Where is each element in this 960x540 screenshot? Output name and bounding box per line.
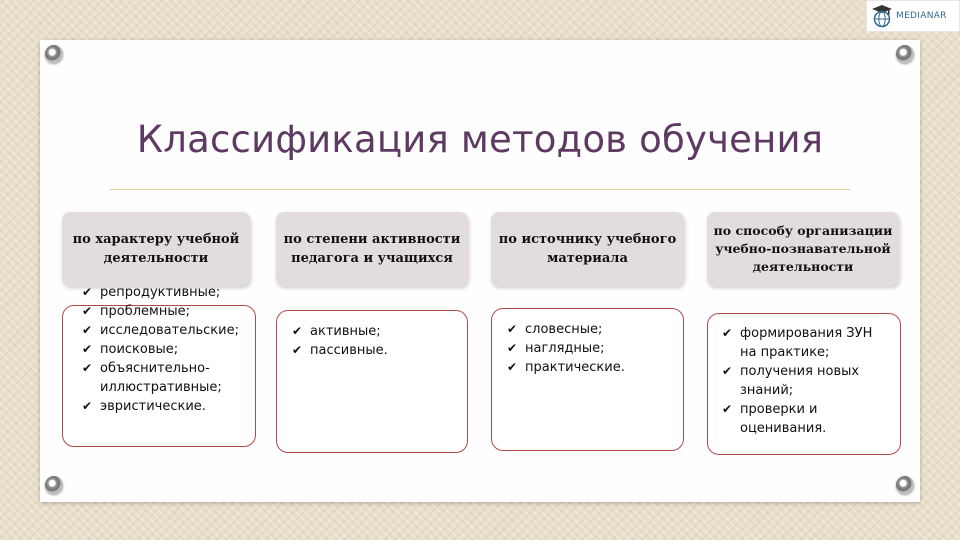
items-box-organization-method (707, 313, 901, 455)
checkmark-icon: ✔ (82, 399, 93, 413)
list-item: ✔поисковые; (82, 342, 179, 357)
list-item: ✔репродуктивные; (82, 285, 221, 300)
globe-graduation-cap-icon (872, 5, 892, 28)
checkmark-icon: ✔ (82, 361, 93, 375)
title-divider (110, 189, 850, 190)
checkmark-icon: ✔ (722, 364, 733, 378)
list-activity-degree: ✔активные; ✔пассивные. (288, 322, 460, 360)
list-item: ✔практические. (507, 360, 625, 375)
pin-bottom-right (896, 476, 914, 494)
list-item: ✔формирования ЗУН на практике; (722, 326, 873, 360)
list-item: ✔исследовательские; (82, 323, 239, 338)
header-material-source: по источнику учебного материала (491, 212, 684, 286)
items-box-activity-character (62, 305, 256, 447)
checkmark-icon: ✔ (82, 285, 93, 299)
checkmark-icon: ✔ (507, 341, 518, 355)
checkmark-icon: ✔ (507, 360, 518, 374)
medianar-logo: MEDIANAR (866, 0, 960, 32)
list-item: ✔проверки и оценивания. (722, 402, 827, 436)
slide-title: Классификация методов обучения (136, 118, 824, 161)
items-box-activity-degree (276, 310, 468, 453)
logo-text: MEDIANAR (896, 11, 947, 21)
header-organization-method: по способу организации учебно-познавател… (707, 212, 899, 286)
checkmark-icon: ✔ (82, 323, 93, 337)
list-item: ✔проблемные; (82, 304, 190, 319)
list-item: ✔эвристические. (82, 399, 206, 414)
checkmark-icon: ✔ (292, 343, 303, 357)
checkmark-icon: ✔ (82, 304, 93, 318)
list-item: ✔наглядные; (507, 341, 605, 356)
checkmark-icon: ✔ (507, 322, 518, 336)
header-activity-character: по характеру учебной деятельности (62, 212, 250, 286)
checkmark-icon: ✔ (722, 402, 733, 416)
header-activity-degree: по степени активности педагога и учащихс… (276, 212, 468, 286)
list-material-source: ✔словесные; ✔наглядные; ✔практические. (503, 320, 678, 377)
list-item: ✔словесные; (507, 322, 603, 337)
list-item: ✔объяснительно-иллюстративные; (82, 361, 222, 395)
checkmark-icon: ✔ (722, 326, 733, 340)
checkmark-icon: ✔ (82, 342, 93, 356)
checkmark-icon: ✔ (292, 324, 303, 338)
list-item: ✔активные; (292, 324, 381, 339)
list-item: ✔пассивные. (292, 343, 388, 358)
list-organization-method: ✔формирования ЗУН на практике; ✔получени… (718, 324, 888, 438)
pin-top-right (896, 45, 914, 63)
list-item: ✔получения новых знаний; (722, 364, 860, 398)
pin-bottom-left (45, 476, 63, 494)
items-box-material-source (491, 308, 684, 451)
pin-top-left (45, 45, 63, 63)
list-activity-character: ✔репродуктивные; ✔проблемные; ✔исследова… (78, 283, 248, 416)
